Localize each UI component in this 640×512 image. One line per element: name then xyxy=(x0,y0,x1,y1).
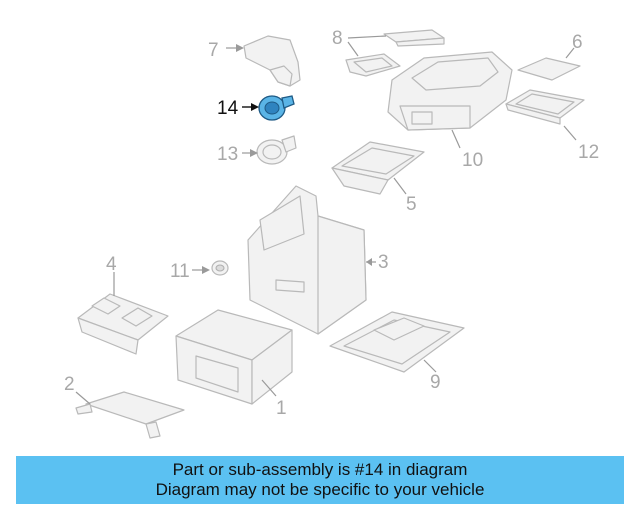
callout-5: 5 xyxy=(406,194,417,215)
callout-6: 6 xyxy=(572,32,583,53)
part-5: 5 xyxy=(331,141,425,215)
part-6: 6 xyxy=(517,32,583,81)
callout-2: 2 xyxy=(64,374,75,395)
callout-7: 7 xyxy=(208,40,219,61)
callout-13: 13 xyxy=(217,144,238,165)
part-11: 11 xyxy=(170,260,229,282)
parts-diagram: 7 14 13 8 10 6 xyxy=(64,28,599,439)
part-9: 9 xyxy=(329,311,465,393)
part-3: 3 xyxy=(247,185,389,335)
callout-8: 8 xyxy=(332,28,343,49)
part-2: 2 xyxy=(64,374,185,439)
banner-line-2: Diagram may not be specific to your vehi… xyxy=(155,480,485,499)
part-8: 8 xyxy=(332,28,445,77)
part-7: 7 xyxy=(208,35,301,87)
part-12: 12 xyxy=(505,89,599,163)
info-banner: Part or sub-assembly is #14 in diagram D… xyxy=(16,456,624,504)
callout-11: 11 xyxy=(170,261,190,282)
banner-line-1: Part or sub-assembly is #14 in diagram xyxy=(172,460,468,479)
callout-10: 10 xyxy=(462,150,483,171)
part-10: 10 xyxy=(387,51,513,171)
callout-4: 4 xyxy=(106,254,117,275)
callout-9: 9 xyxy=(430,372,441,393)
part-4: 4 xyxy=(77,254,169,355)
part-13: 13 xyxy=(217,135,297,165)
callout-3: 3 xyxy=(378,252,389,273)
part-1: 1 xyxy=(175,309,293,419)
callout-1: 1 xyxy=(276,398,287,419)
part-14[interactable]: 14 xyxy=(217,95,295,121)
callout-12: 12 xyxy=(578,142,599,163)
callout-14: 14 xyxy=(217,98,239,119)
